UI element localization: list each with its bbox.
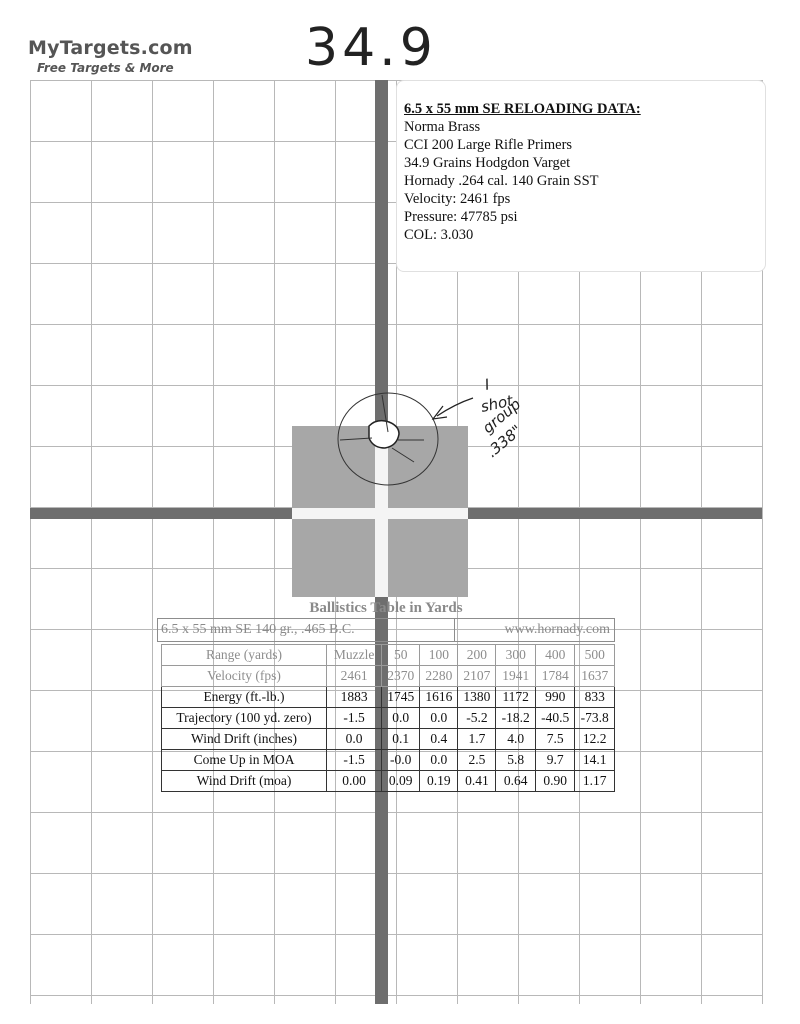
table-cell: 4.0 — [495, 728, 536, 750]
cartridge-spec: 6.5 x 55 mm SE 140 gr., .465 B.C. — [161, 622, 355, 637]
table-cell: -1.5 — [325, 749, 383, 771]
table-cell: 1941 — [495, 665, 536, 687]
table-cell: 1637 — [574, 665, 615, 687]
arrow-head-icon — [431, 405, 448, 420]
reloading-data-line: COL: 3.030 — [404, 227, 474, 243]
table-cell: 990 — [534, 686, 576, 708]
table-cell: 0.19 — [419, 770, 459, 792]
reloading-data-title: 6.5 x 55 mm SE RELOADING DATA: — [404, 101, 641, 117]
logo-tagline: Free Targets & More — [37, 61, 174, 75]
reloading-data-line: CCI 200 Large Rifle Primers — [404, 137, 573, 153]
row-label: Velocity (fps) — [161, 665, 327, 687]
handwritten-charge-weight: 34.9 — [305, 18, 437, 78]
table-cell: 833 — [574, 686, 615, 708]
table-cell: 0.09 — [381, 770, 421, 792]
table-cell: 500 — [574, 644, 615, 666]
radius-line — [381, 394, 389, 433]
header-divider — [454, 619, 455, 641]
table-cell: 2461 — [325, 665, 383, 687]
radius-line — [339, 437, 373, 441]
table-cell: 1.17 — [574, 770, 615, 792]
table-cell: 2280 — [419, 665, 459, 687]
table-cell: 1883 — [325, 686, 383, 708]
table-cell: 1.7 — [457, 728, 497, 750]
table-cell: 0.0 — [381, 707, 421, 729]
table-cell: 200 — [457, 644, 497, 666]
crosshair-horizontal-right — [468, 508, 762, 519]
table-cell: 0.4 — [419, 728, 459, 750]
table-cell: -40.5 — [534, 707, 576, 729]
table-cell: -0.0 — [381, 749, 421, 771]
table-cell: -1.5 — [325, 707, 383, 729]
reloading-data-line: Pressure: 47785 psi — [404, 209, 518, 225]
table-cell: 300 — [495, 644, 536, 666]
row-label: Trajectory (100 yd. zero) — [161, 707, 327, 729]
arrow-icon — [436, 397, 474, 417]
table-cell: 50 — [381, 644, 421, 666]
table-cell: 2370 — [381, 665, 421, 687]
reloading-data-line: Norma Brass — [404, 119, 481, 135]
row-label: Energy (ft.-lb.) — [161, 686, 327, 708]
table-cell: -18.2 — [495, 707, 536, 729]
table-cell: 1745 — [381, 686, 421, 708]
center-cross-horizontal — [292, 508, 468, 519]
reloading-data-line: Hornady .264 cal. 140 Grain SST — [404, 173, 599, 189]
row-label: Come Up in MOA — [161, 749, 327, 771]
table-cell: 2107 — [457, 665, 497, 687]
annotation-text: I — [483, 375, 492, 394]
ballistics-header-row: 6.5 x 55 mm SE 140 gr., .465 B.C. www.ho… — [157, 618, 615, 642]
table-cell: 0.0 — [419, 749, 459, 771]
reloading-data-line: 34.9 Grains Hodgdon Varget — [404, 155, 571, 171]
table-cell: -5.2 — [457, 707, 497, 729]
table-cell: 400 — [534, 644, 576, 666]
crosshair-horizontal-left — [30, 508, 292, 519]
table-cell: 1784 — [534, 665, 576, 687]
row-label: Wind Drift (inches) — [161, 728, 327, 750]
crosshair-vertical-top — [375, 80, 388, 426]
table-cell: 100 — [419, 644, 459, 666]
table-cell: 1172 — [495, 686, 536, 708]
table-cell: 0.0 — [419, 707, 459, 729]
reloading-data-box: 6.5 x 55 mm SE RELOADING DATA: Norma Bra… — [396, 80, 766, 272]
table-cell: 7.5 — [534, 728, 576, 750]
ballistics-table-title: Ballistics Table in Yards — [309, 600, 463, 616]
table-cell: 0.1 — [381, 728, 421, 750]
table-cell: 1380 — [457, 686, 497, 708]
table-cell: 0.00 — [325, 770, 383, 792]
table-cell: -73.8 — [574, 707, 615, 729]
shot-group-circle — [337, 392, 439, 486]
ballistics-table-section: Ballistics Table in Yards 6.5 x 55 mm SE… — [157, 598, 615, 792]
table-cell: 0.41 — [457, 770, 497, 792]
table-cell: 12.2 — [574, 728, 615, 750]
reloading-data-line: Velocity: 2461 fps — [404, 191, 511, 207]
table-cell: 1616 — [419, 686, 459, 708]
logo: MyTargets.com Free Targets & More — [28, 37, 193, 75]
source-url: www.hornady.com — [504, 622, 611, 637]
row-label: Wind Drift (moa) — [161, 770, 327, 792]
table-cell: 5.8 — [495, 749, 536, 771]
table-cell: 0.0 — [325, 728, 383, 750]
radius-line — [391, 447, 415, 463]
table-cell: 0.64 — [495, 770, 536, 792]
logo-name: MyTargets.com — [28, 37, 193, 59]
row-label: Range (yards) — [161, 644, 327, 666]
table-cell: 9.7 — [534, 749, 576, 771]
table-cell: 0.90 — [534, 770, 576, 792]
table-cell: Muzzle — [325, 644, 383, 666]
bullet-hole-icon — [368, 419, 400, 449]
table-cell: 2.5 — [457, 749, 497, 771]
table-cell: 14.1 — [574, 749, 615, 771]
